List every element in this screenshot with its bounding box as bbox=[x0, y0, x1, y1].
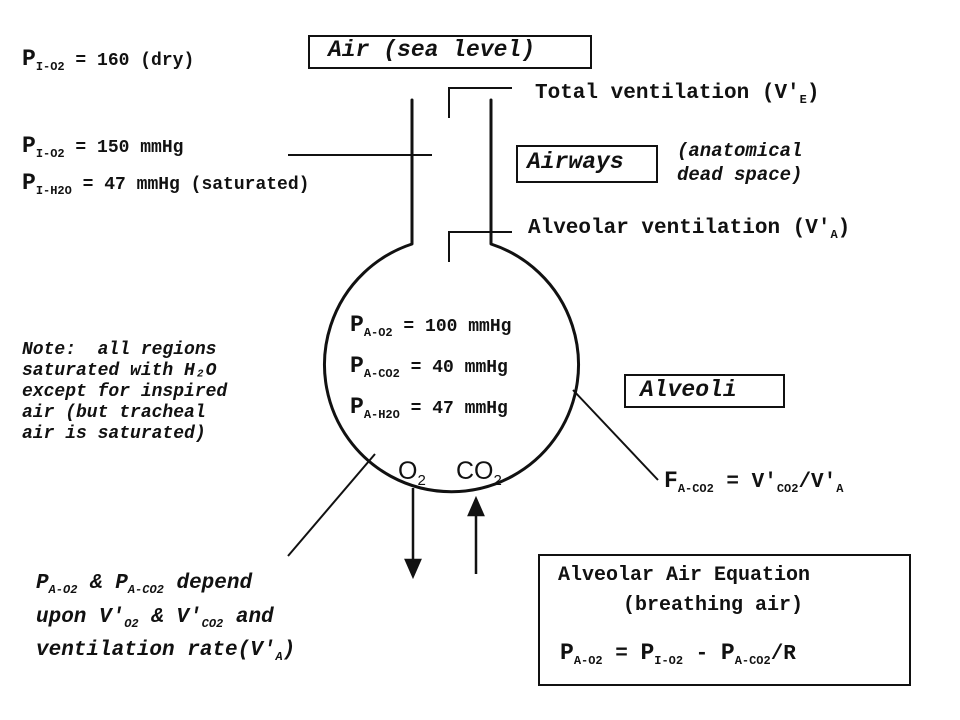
equation-title-line1: Alveolar Air Equation bbox=[558, 564, 811, 587]
depend-label-line2: upon V'O2 & V'CO2 and bbox=[36, 606, 274, 631]
alveoli-box-label: Alveoli bbox=[640, 377, 737, 403]
saturation-note: Note: all regions saturated with H₂O exc… bbox=[22, 340, 228, 444]
pih2o-47-label: PI-H2O = 47 mmHg (saturated) bbox=[22, 170, 310, 198]
pio2-dry-label: PI-O2 = 160 (dry) bbox=[22, 46, 195, 74]
pah2o-47-label: PA-H2O = 47 mmHg bbox=[350, 394, 508, 422]
alveolar-ventilation-label: Alveolar ventilation (V'A) bbox=[528, 217, 851, 242]
co2-arrow-head bbox=[467, 495, 485, 517]
pao2-100-label: PA-O2 = 100 mmHg bbox=[350, 312, 512, 340]
total-ventilation-label: Total ventilation (V'E) bbox=[535, 82, 820, 107]
alveolar-ventilation-pointer bbox=[448, 231, 512, 262]
equation-box bbox=[538, 554, 911, 686]
airway-outline bbox=[323, 98, 580, 494]
airways-box-label: Airways bbox=[527, 149, 624, 175]
o2-label: O2 bbox=[398, 457, 426, 489]
air-box-label: Air (sea level) bbox=[328, 37, 536, 63]
depend-label-line3: ventilation rate(V'A) bbox=[36, 639, 296, 664]
depend-label-line1: PA-O2 & PA-CO2 depend bbox=[36, 572, 253, 597]
airways-box bbox=[516, 145, 658, 183]
alveolar-air-equation: PA-O2 = PI-O2 - PA-CO2/R bbox=[560, 640, 796, 668]
alveoli-leader bbox=[572, 389, 659, 481]
alveoli-box bbox=[624, 374, 785, 408]
anatomical-label-line2: dead space) bbox=[677, 164, 803, 186]
air-box bbox=[308, 35, 592, 69]
anatomical-label-line1: (anatomical bbox=[677, 140, 803, 162]
depend-leader bbox=[287, 453, 376, 557]
pio2-150-label: PI-O2 = 150 mmHg bbox=[22, 133, 184, 161]
o2-arrow-head bbox=[404, 558, 422, 580]
co2-label: CO2 bbox=[456, 457, 502, 489]
paco2-40-label: PA-CO2 = 40 mmHg bbox=[350, 353, 508, 381]
faco2-label: FA-CO2 = V'CO2/V'A bbox=[664, 468, 844, 496]
equation-title-line2: (breathing air) bbox=[623, 594, 804, 617]
total-ventilation-pointer bbox=[448, 87, 512, 118]
